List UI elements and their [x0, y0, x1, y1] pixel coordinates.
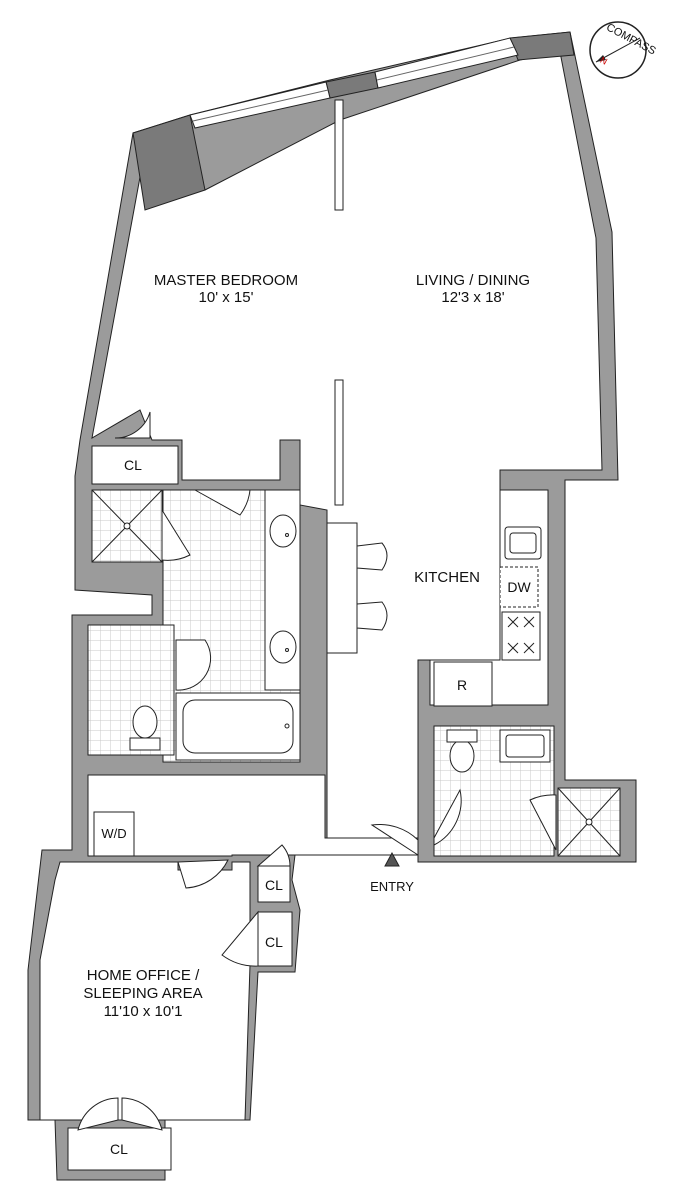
windows — [189, 37, 519, 129]
compass-icon — [589, 21, 647, 79]
entry-label: ENTRY — [370, 879, 414, 894]
door-office-closet-right — [121, 1097, 163, 1131]
door-toilet — [175, 639, 212, 691]
door-master-bath — [193, 489, 251, 516]
office-closet — [67, 1127, 172, 1171]
compass-north: N — [599, 55, 609, 67]
pier-left — [132, 114, 206, 211]
partition-bottom — [334, 379, 344, 506]
kitchen-name: KITCHEN — [414, 569, 480, 586]
sliding-partitions — [334, 99, 344, 506]
bedroom-closet — [91, 445, 179, 485]
entry-arrow-icon — [384, 851, 400, 867]
door-closet-2 — [221, 910, 259, 967]
toilet-room — [87, 624, 175, 756]
washer-dryer — [93, 811, 135, 857]
door-office-closet-left — [77, 1097, 119, 1131]
office-size: 11'10 x 10'1 — [104, 1003, 183, 1020]
window-left — [189, 81, 331, 129]
entry-closet-1-label: CL — [265, 877, 283, 893]
refrigerator — [433, 661, 493, 707]
home-office — [39, 861, 251, 1121]
closet-door-bedroom — [114, 411, 151, 439]
stool-1 — [356, 542, 388, 571]
office-name-line2: SLEEPING AREA — [83, 985, 202, 1002]
dw-label: DW — [507, 579, 531, 595]
door-office — [177, 859, 229, 889]
stove — [501, 611, 541, 661]
toilet-2 — [449, 739, 475, 773]
shower-marks — [91, 489, 621, 857]
r-label: R — [457, 677, 467, 693]
office-closet-label: CL — [110, 1141, 128, 1157]
door-entry — [370, 824, 419, 856]
door-shower-2 — [529, 794, 557, 851]
door-closet-1 — [256, 844, 291, 867]
bath-fixtures — [129, 489, 551, 773]
toilet-1 — [132, 705, 158, 739]
kitchen-island — [326, 522, 388, 654]
window-piers — [132, 31, 575, 211]
stool-2 — [356, 601, 388, 631]
living-dining-name: LIVING / DINING — [416, 272, 530, 289]
wd-label: W/D — [101, 826, 126, 841]
entry-closet-2-label: CL — [265, 934, 283, 950]
master-bedroom-name: MASTER BEDROOM — [154, 272, 298, 289]
master-bedroom-size: 10' x 15' — [199, 289, 254, 306]
kitchen-appliances — [433, 526, 542, 707]
door-shower-1 — [161, 508, 191, 561]
pier-right — [509, 31, 575, 61]
office-name-line1: HOME OFFICE / — [87, 967, 200, 984]
dishwasher — [499, 566, 539, 608]
sink-2 — [269, 630, 297, 664]
island-counter — [326, 522, 358, 654]
partition-top — [334, 99, 344, 211]
living-dining-size: 12'3 x 18' — [441, 289, 504, 306]
entry-closet-1 — [257, 865, 291, 903]
sink-1 — [269, 514, 297, 548]
entry-closet-2 — [257, 911, 293, 967]
doors — [77, 411, 557, 1131]
door-guest-bath — [433, 788, 462, 846]
bedroom-closet-label: CL — [124, 457, 142, 473]
